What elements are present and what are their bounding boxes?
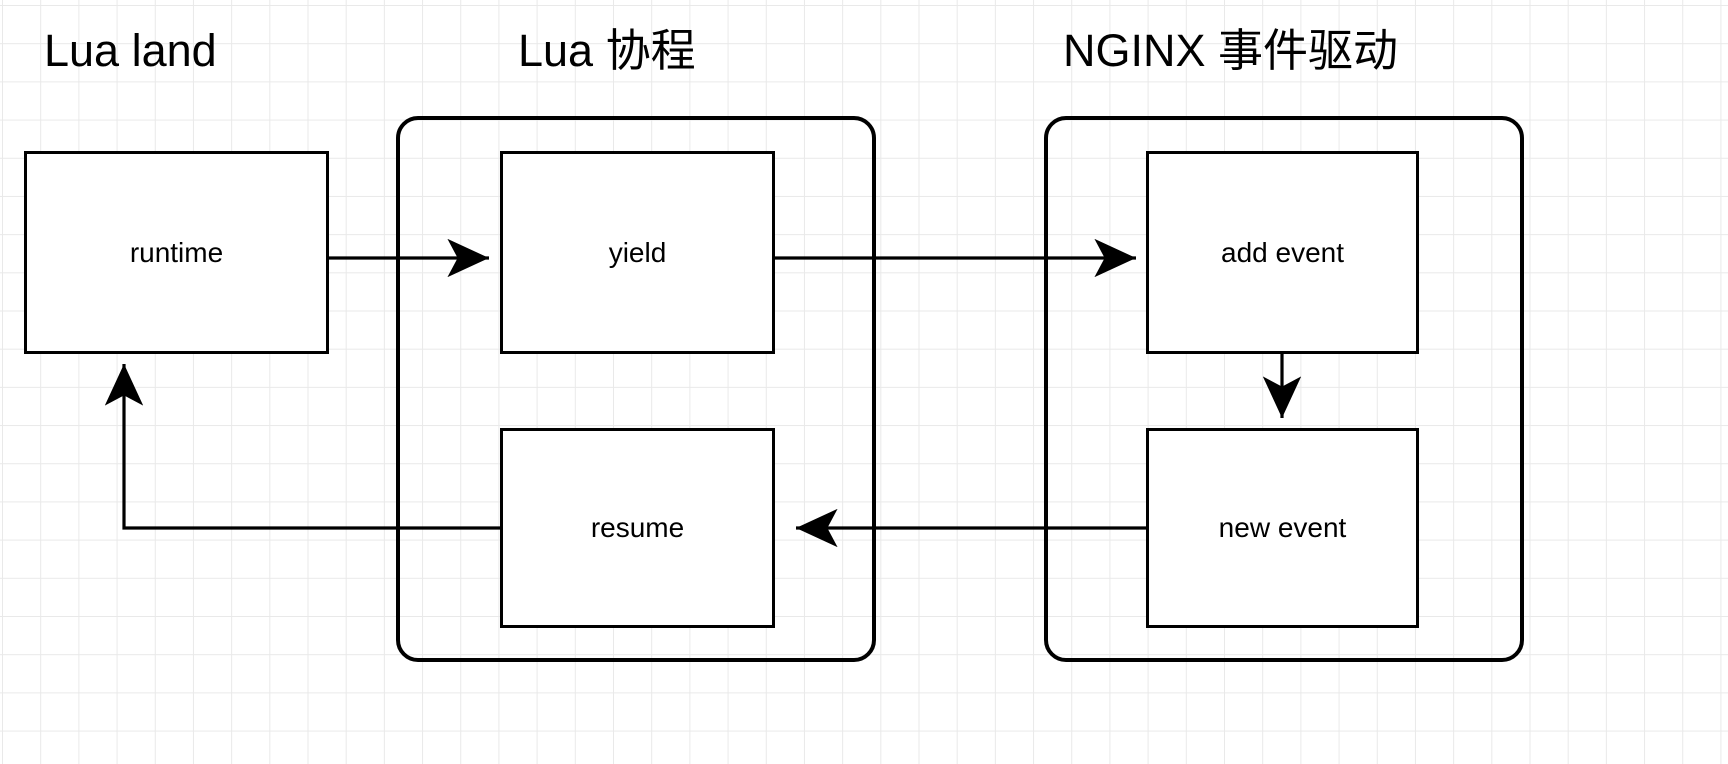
node-new-event-label: new event	[1218, 512, 1347, 543]
node-yield-label: yield	[608, 236, 667, 268]
group-container-nginx	[1044, 116, 1524, 662]
section-title-lua-coroutine: Lua 协程	[518, 25, 696, 76]
node-runtime[interactable]: runtime	[24, 151, 329, 354]
node-resume-label: resume	[590, 512, 685, 543]
node-new-event[interactable]: new event	[1146, 428, 1419, 628]
node-add-event[interactable]: add event	[1146, 151, 1419, 354]
section-title-nginx-event-driven: NGINX 事件驱动	[1063, 25, 1399, 76]
node-resume[interactable]: resume	[500, 428, 775, 628]
node-add-event-label: add event	[1221, 236, 1344, 268]
section-title-lua-land: Lua land	[44, 25, 217, 76]
node-yield[interactable]: yield	[500, 151, 775, 354]
node-runtime-label: runtime	[129, 236, 224, 268]
